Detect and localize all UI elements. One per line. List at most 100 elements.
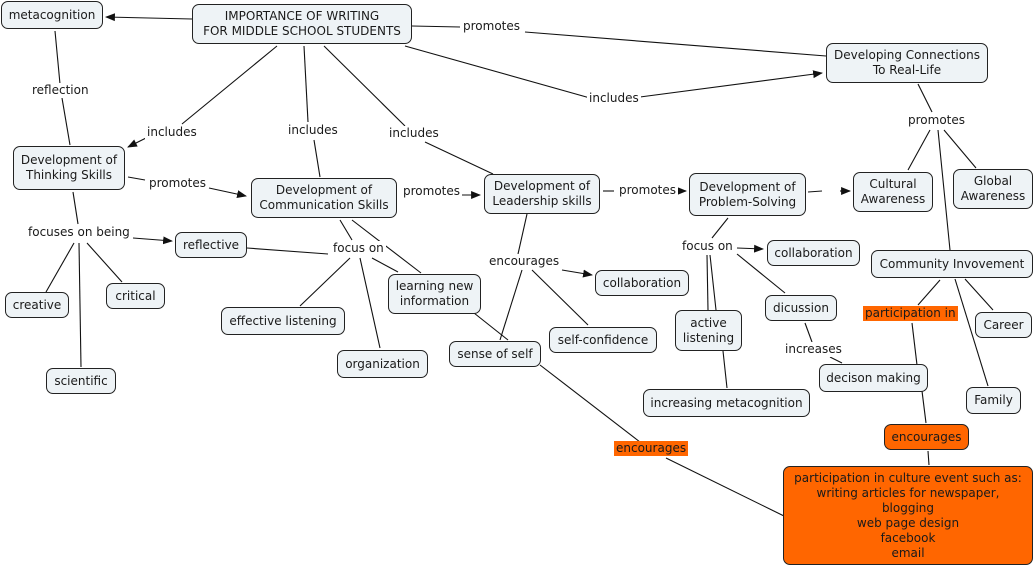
link-root-promotes [411,25,461,28]
node-self-confidence[interactable]: self-confidence [549,327,657,353]
label-includes-leadership: includes [387,126,441,141]
label-includes-comm: includes [286,123,340,138]
node-problem-solving[interactable]: Development of Problem-Solving [689,173,806,216]
link-focuson-active2 [709,254,717,311]
link-root-includes4 [404,45,591,99]
node-leadership-skills[interactable]: Development of Leadership skills [484,174,600,214]
link-community-participation [917,279,941,306]
node-organization[interactable]: organization [337,350,428,378]
label-promotes-comm-leadership: promotes [401,184,462,199]
node-root[interactable]: IMPORTANCE OF WRITING FOR MIDDLE SCHOOL … [192,4,412,44]
link-decison-encourages [921,390,927,424]
label-promotes-top: promotes [461,19,522,34]
node-scientific[interactable]: scientific [46,368,116,394]
link-sense-orange [539,364,641,443]
node-decison-making[interactable]: decison making [819,364,928,392]
link-includes4-reallife [639,70,823,98]
link-orange-participation [665,457,785,517]
link-focuson-organization [359,257,381,349]
link-root-includes3 [323,45,406,127]
link-encourages-participationbox [927,450,930,466]
node-participation-culture-event[interactable]: participation in culture event such as: … [783,466,1033,565]
link-promotes-cultural [907,129,931,171]
node-reflective[interactable]: reflective [175,232,247,258]
link-thinking-focuses [72,191,79,225]
node-global-awareness[interactable]: Global Awareness [953,169,1033,209]
link-promotes-community [937,129,951,251]
link-focuson-learning [371,257,399,273]
label-encourages-leadership: encourages [487,254,562,269]
link-thinking-promotes [127,176,146,181]
link-root-includes2 [303,45,309,123]
node-dicussion[interactable]: dicussion [765,295,837,321]
link-comm-learning [351,219,422,274]
node-community-involvement[interactable]: Community Invovement [871,250,1033,278]
label-includes-thinking: includes [145,125,199,140]
node-communication-skills[interactable]: Development of Communication Skills [251,178,397,218]
node-sense-of-self[interactable]: sense of self [449,341,541,367]
link-focuses-reflective [132,236,173,245]
label-participation-in: participation in [863,306,958,321]
link-includes2-comm [313,139,321,178]
link-problem-cultural [807,190,823,193]
link-reflective-focuson [246,247,329,255]
link-promotes-global [943,129,977,169]
node-career[interactable]: Career [975,312,1032,338]
link-learning-sense [473,312,509,341]
link-reallife-promotes [917,83,933,113]
link-focuses-creative [45,242,75,293]
node-collaboration-problem[interactable]: collaboration [767,240,860,266]
label-increases: increases [783,342,844,357]
link-encourages-sense [499,269,523,341]
link-focuson-active1 [706,254,709,311]
link-leader-encourages [517,213,528,255]
link-dicussion-increases [804,322,813,343]
link-focuses-critical [86,242,123,283]
link-promotes-reallife [524,31,827,57]
link-community-family [954,278,989,387]
link-focuson-dicussion [736,253,786,294]
label-promotes-leadership-problem: promotes [617,183,678,198]
link-reflection-thinking [61,97,71,146]
node-real-life[interactable]: Developing Connections To Real-Life [826,43,988,83]
link-encourages-selfconf [531,269,589,326]
label-promotes-thinking-comm: promotes [147,176,208,191]
label-encourages-orange: encourages [614,441,689,456]
link-problem-focuson [711,217,729,239]
link-includes1-thinking [127,136,149,148]
node-effective-listening[interactable]: effective listening [221,307,345,335]
link-increases-decison [829,356,843,364]
node-learning-new-information[interactable]: learning new information [388,274,481,314]
link-encourages-collab1 [561,269,593,278]
node-metacognition[interactable]: metacognition [1,1,103,29]
link-comm-focuson [339,219,353,241]
node-active-listening[interactable]: active listening [675,310,742,351]
node-critical[interactable]: critical [106,283,165,309]
label-focus-on-comm: focus on [331,241,386,256]
link-active-increasing [722,350,728,389]
node-collaboration-leadership[interactable]: collaboration [595,270,689,296]
link-focuson-listening [299,257,351,307]
link-community-career [964,278,994,311]
label-reflection: reflection [30,83,91,98]
link-includes3-leader [424,141,494,175]
link-meta-reflection [54,30,61,85]
link-focuses-scientific [78,242,82,368]
node-cultural-awareness[interactable]: Cultural Awareness [853,172,933,212]
label-includes-reallife: includes [587,91,641,106]
node-increasing-metacognition[interactable]: increasing metacognition [643,389,810,417]
label-focus-on-problem: focus on [680,239,735,254]
label-promotes-reallife: promotes [906,113,967,128]
node-thinking-skills[interactable]: Development of Thinking Skills [13,146,125,190]
label-focuses-on-being: focuses on being [26,225,132,240]
node-creative[interactable]: creative [5,292,69,318]
link-promotes-comm [208,187,247,198]
link-participation-decison [911,322,918,366]
link-root-metacognition [105,13,193,22]
link-focuson-collab2 [736,244,764,253]
link-root-includes1 [181,45,278,125]
node-family[interactable]: Family [966,387,1021,414]
node-encourages-orange[interactable]: encourages [884,424,969,450]
